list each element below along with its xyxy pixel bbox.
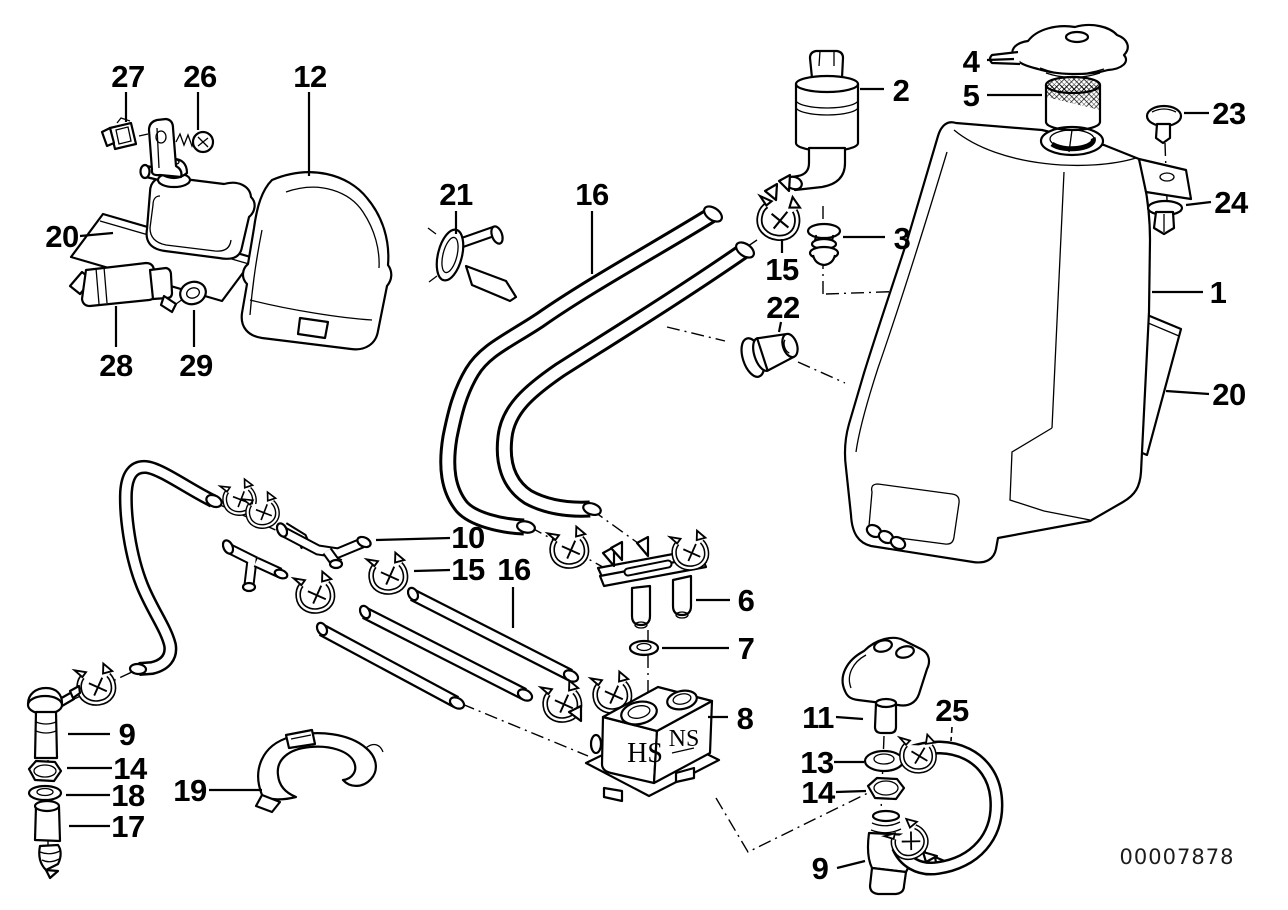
screw-plug-23	[1145, 104, 1183, 145]
callout-12-label: 12	[293, 59, 326, 94]
hose-clamp-19	[254, 728, 384, 814]
callout-15A-label: 15	[765, 252, 799, 287]
callout-1-label: 1	[1210, 275, 1227, 310]
formed-hose-elbow	[221, 539, 289, 593]
filler-neck-ring	[1039, 125, 1105, 157]
callout-18-label: 18	[111, 778, 145, 813]
document-number: 00007878	[1120, 845, 1235, 869]
callout-3-label: 3	[894, 221, 911, 256]
expansion-rivet-24	[1146, 199, 1184, 236]
callout-29-label: 29	[179, 348, 213, 383]
hose-25	[884, 733, 1004, 876]
callout-20L-leader	[79, 231, 114, 238]
hose-16-outer	[495, 241, 755, 518]
valve-block-8: HS NS	[567, 685, 721, 803]
tank-bracket-tab	[1137, 157, 1193, 201]
callout-6-label: 6	[738, 583, 755, 618]
callout-20R-label: 20	[1212, 377, 1245, 412]
callout-19-label: 19	[173, 773, 207, 808]
intake-cover	[240, 171, 393, 351]
tube-16-a	[406, 586, 580, 683]
callout-9R-leader	[836, 859, 866, 870]
hose-16-inner	[439, 205, 723, 536]
formed-hose-10	[275, 522, 372, 570]
sealing-washer-7	[628, 639, 660, 657]
callout-22-leader	[777, 321, 783, 333]
washer-13	[863, 749, 905, 773]
callout-14R-leader	[835, 789, 867, 794]
callout-15B-label: 15	[451, 552, 485, 587]
callout-15B-leader	[413, 568, 451, 573]
clip-nut-27	[100, 117, 138, 151]
callout-20L-label: 20	[45, 219, 78, 254]
grommet-22	[740, 332, 799, 378]
nozzle-cover-11	[841, 636, 931, 735]
callout-11-leader	[835, 715, 864, 721]
callout-16A-label: 16	[575, 177, 609, 212]
callout-22-label: 22	[766, 290, 799, 325]
callout-10-label: 10	[451, 520, 484, 555]
callout-20R-leader	[1165, 389, 1210, 396]
callout-26-label: 26	[183, 59, 217, 94]
callout-21-label: 21	[439, 177, 473, 212]
callout-2-label: 2	[893, 73, 910, 108]
seal-grommet-29	[179, 280, 207, 306]
callout-24-label: 24	[1214, 185, 1249, 220]
callout-9L-label: 9	[119, 717, 136, 752]
screw-26	[175, 130, 215, 154]
tube-16-b	[358, 604, 534, 702]
valve-marking-hs: HS	[627, 738, 663, 769]
callout-4-leader	[986, 57, 1015, 62]
callout-23-label: 23	[1212, 96, 1246, 131]
callout-25-leader	[950, 726, 953, 742]
callout-8-label: 8	[737, 701, 754, 736]
grommet-3	[806, 222, 842, 267]
valve-marking-ns: NS	[669, 726, 700, 752]
callout-28-label: 28	[99, 348, 133, 383]
callout-14L-label: 14	[113, 751, 148, 786]
reservoir-cap-4	[988, 23, 1129, 79]
nut-14-right	[866, 776, 906, 801]
callout-16B-label: 16	[497, 552, 531, 587]
callout-5-label: 5	[963, 78, 980, 113]
strainer-filter-5	[1044, 75, 1102, 153]
tube-16-c	[315, 621, 466, 710]
callout-11-label: 11	[802, 700, 834, 735]
check-valve-6	[596, 528, 712, 629]
callout-27-label: 27	[111, 59, 144, 94]
callout-9R-label: 9	[812, 851, 829, 886]
callout-7-label: 7	[738, 631, 755, 666]
callout-14R-label: 14	[801, 775, 836, 810]
washer-fluid-reservoir	[843, 121, 1193, 564]
callout-13-label: 13	[800, 745, 834, 780]
nozzle-fitting-21	[427, 225, 518, 303]
callout-17-label: 17	[111, 809, 144, 844]
tank-outlet-ribs	[865, 523, 907, 551]
callout-10-leader	[375, 536, 451, 542]
callout-24-leader	[1185, 200, 1212, 207]
hose-clamp-15-upper	[759, 196, 799, 238]
washer-pump-2	[763, 49, 860, 202]
callout-4-label: 4	[963, 44, 981, 79]
holder-bracket	[147, 117, 183, 179]
nozzle-assembly-left	[26, 661, 119, 880]
callout-25-label: 25	[935, 693, 969, 728]
hose-bottom-left	[118, 460, 223, 676]
washer-pump-28	[68, 261, 184, 314]
